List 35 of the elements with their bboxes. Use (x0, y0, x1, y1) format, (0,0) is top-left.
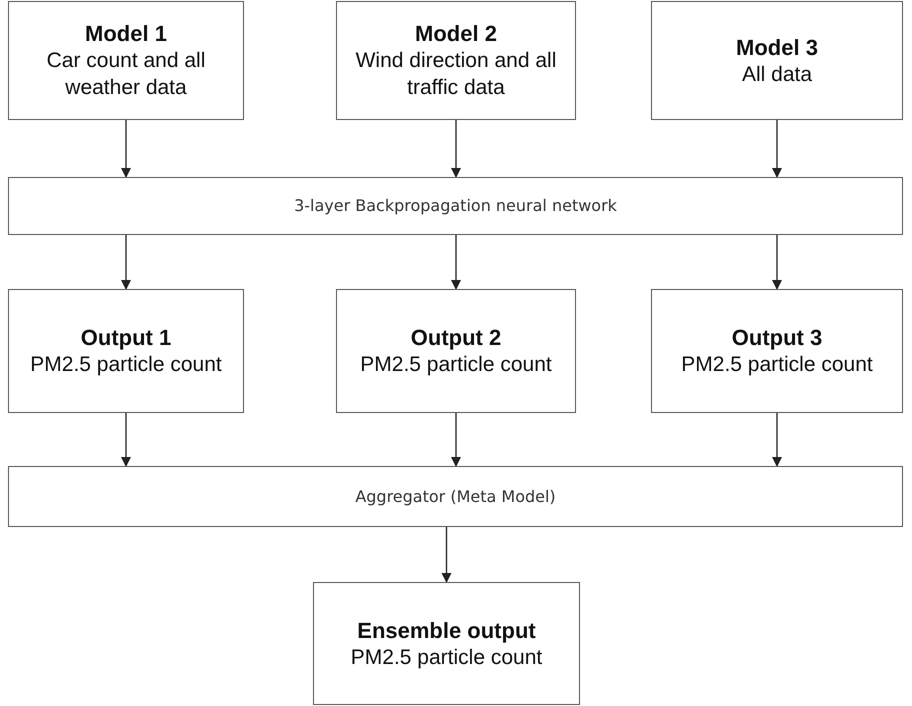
arrow (772, 120, 782, 178)
arrow (121, 120, 131, 178)
band-text: 3-layer Backpropagation neural network (294, 195, 617, 217)
arrow (121, 413, 131, 467)
arrow (772, 235, 782, 290)
box-text: PM2.5 particle count (681, 352, 873, 378)
box-text: PM2.5 particle count (30, 352, 222, 378)
arrow (451, 235, 461, 290)
box-heading: Model 1 (85, 20, 167, 47)
box-heading: Output 2 (410, 324, 502, 351)
box-text: Wind direction and all traffic data (354, 48, 558, 101)
arrow (442, 527, 452, 583)
arrow (451, 413, 461, 467)
arrow (772, 413, 782, 467)
process-box (336, 289, 576, 413)
box-text: Car count and all weather data (46, 48, 206, 101)
process-band (8, 466, 903, 527)
arrow (121, 235, 131, 290)
box-text: PM2.5 particle count (350, 644, 542, 670)
process-box (8, 289, 244, 413)
box-heading: Model 2 (415, 20, 497, 47)
process-box (651, 289, 903, 413)
process-box (651, 1, 903, 120)
arrow (451, 120, 461, 178)
band-text: Aggregator (Meta Model) (355, 486, 556, 508)
box-heading: Ensemble output (357, 616, 536, 644)
box-heading: Output 1 (80, 324, 172, 351)
process-box (8, 1, 244, 120)
process-box (313, 582, 580, 705)
box-heading: Output 3 (732, 324, 822, 351)
process-box (336, 1, 576, 120)
box-text: PM2.5 particle count (360, 352, 552, 378)
box-text: All data (742, 62, 812, 88)
box-heading: Model 3 (736, 34, 818, 60)
process-band (8, 177, 903, 235)
